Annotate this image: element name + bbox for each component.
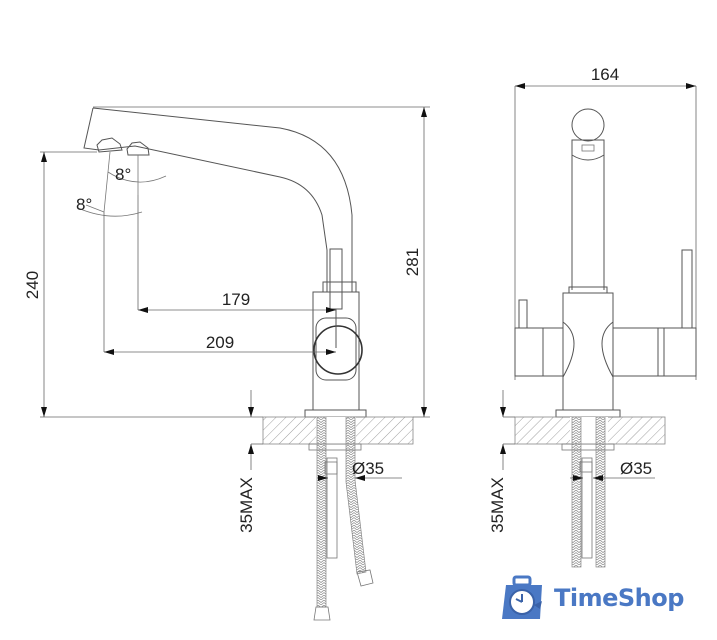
angle-label-filter: 8°: [115, 165, 131, 184]
dim-hole-side: Ø35: [352, 459, 384, 478]
dim-35max-side: 35MAX: [237, 477, 256, 533]
dim-height-240: 240: [23, 271, 42, 299]
watermark-logo: TimeShop: [500, 575, 684, 621]
dim-reach-179: 179: [222, 290, 250, 309]
dim-hole-front: Ø35: [620, 459, 652, 478]
front-view: 164 35M: [488, 65, 697, 568]
dim-reach-209: 209: [206, 333, 234, 352]
brand-name: TimeShop: [554, 584, 684, 612]
clock-bag-icon: [502, 575, 542, 619]
dim-width-164: 164: [591, 65, 619, 84]
side-view: 8° 8° 240 281 179: [23, 106, 430, 621]
angle-label-main: 8°: [76, 195, 92, 214]
dim-35max-front: 35MAX: [488, 477, 507, 533]
dim-height-281: 281: [403, 248, 422, 276]
